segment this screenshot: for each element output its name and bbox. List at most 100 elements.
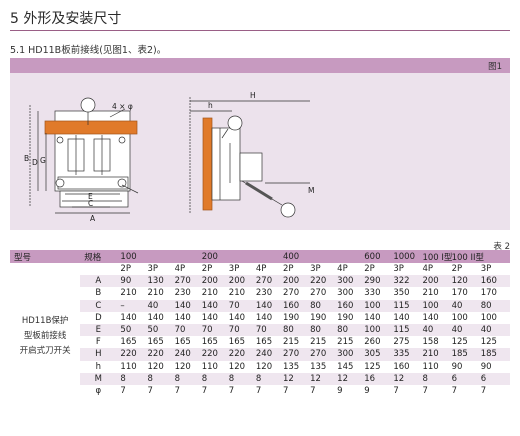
dimension-value: 200 [197, 275, 225, 288]
dimension-value: 270 [282, 288, 300, 299]
dimension-value: 165 [147, 337, 164, 348]
dimension-value: 6 [476, 372, 510, 385]
dimension-value: 220 [306, 275, 334, 288]
dim-d: D [32, 158, 38, 167]
dimension-value: 7 [120, 385, 126, 396]
figure-header: 图1 [10, 58, 510, 73]
dim-h-big: H [250, 91, 256, 100]
dimension-value: 190 [282, 312, 300, 323]
dimension-value: 210 [147, 288, 164, 299]
table-label: 表 2 [493, 242, 510, 252]
dimension-value: 125 [364, 361, 381, 372]
front-view [29, 97, 139, 214]
rating-cell [170, 250, 198, 263]
dimension-value: 8 [170, 372, 198, 385]
dimension-value: 7 [282, 385, 289, 396]
pole-cell: 3P [143, 263, 171, 276]
pole-cell: 4P [333, 263, 361, 276]
dimension-value: 305 [360, 348, 390, 361]
dimension-value: 200 [418, 275, 448, 288]
pole-cell: 2P [360, 263, 390, 276]
side-knob-top [227, 115, 243, 131]
pole-cell: 4P [170, 263, 198, 276]
dimension-value: 80 [476, 299, 510, 312]
dimension-value: 70 [224, 323, 252, 337]
dimension-value: 160 [393, 361, 410, 372]
dimension-value: 16 [360, 372, 390, 385]
dimension-value: 7 [310, 385, 316, 396]
dimension-value: 140 [174, 312, 191, 323]
dimension-value: 185 [447, 348, 477, 361]
dimension-value: 6 [447, 372, 477, 385]
dimension-value: 215 [282, 337, 300, 348]
dimension-value: 210 [120, 288, 137, 299]
dimension-value: 7 [451, 385, 457, 396]
dimension-value: 330 [364, 288, 381, 299]
dimension-value: 8 [143, 372, 171, 385]
dimension-value: 140 [251, 299, 279, 312]
pole-cell: 2P [197, 263, 225, 276]
dimension-value: 125 [451, 337, 468, 348]
dimension-value: 110 [201, 361, 218, 372]
dimension-value: 7 [201, 385, 208, 396]
dimension-value: 230 [174, 288, 191, 299]
dimension-value: 40 [476, 323, 510, 337]
spec-header: 规格 [80, 250, 117, 263]
model-name-line: 开启式刀开关 [19, 345, 71, 356]
dimension-value: 165 [174, 337, 191, 348]
title-rule [10, 30, 510, 31]
dimension-value: 80 [306, 323, 334, 337]
dimension-value: 220 [143, 348, 171, 361]
dimension-value: 120 [174, 361, 191, 372]
dimension-value: 260 [364, 337, 381, 348]
dimension-value: 215 [310, 337, 327, 348]
model-header: 型号 [10, 250, 81, 263]
dimension-value: 100 [418, 299, 448, 312]
dimension-value: 140 [120, 312, 137, 323]
dim-e: E [88, 192, 93, 201]
dim-phi: 4 × φ [112, 102, 133, 111]
dimension-code: E [80, 323, 117, 337]
rating-cell: 1000 [389, 250, 419, 263]
dimension-value: 120 [228, 361, 246, 372]
rating-cell: 400 [278, 250, 307, 263]
dim-h-small: h [208, 101, 213, 110]
dimension-value: 80 [333, 323, 361, 337]
dimension-value: 220 [197, 348, 225, 361]
dimension-value: 70 [170, 323, 198, 337]
dimension-value: 270 [306, 348, 334, 361]
side-body [211, 127, 241, 201]
dimension-value: 8 [224, 372, 252, 385]
dimension-code: C [80, 299, 117, 312]
dimension-value: 100 [451, 312, 468, 323]
dimension-value: 8 [197, 372, 225, 385]
dim-b: B [24, 154, 29, 163]
dimension-value: 165 [255, 337, 273, 348]
dimension-drawing: B D G E C A 4 × φ h H [24, 91, 314, 223]
dimension-value: 7 [393, 385, 399, 396]
pole-cell: 3P [224, 263, 252, 276]
dimension-value: 240 [170, 348, 198, 361]
dimension-value: 270 [310, 288, 327, 299]
pole-cell: 2P [447, 263, 477, 276]
dimension-value: 7 [255, 385, 262, 396]
dimension-value: 120 [255, 361, 273, 372]
dimension-value: 9 [364, 385, 370, 396]
dimension-value: 8 [418, 372, 448, 385]
dimension-value: 160 [333, 299, 361, 312]
dimension-value: 290 [360, 275, 390, 288]
dimension-value: 230 [255, 288, 273, 299]
dimension-value: 130 [143, 275, 171, 288]
dimension-value: 80 [306, 299, 334, 312]
dimension-value: 50 [116, 323, 144, 337]
dimension-value: 90 [480, 361, 492, 372]
rating-cell: 100 II型 [447, 250, 484, 263]
dimension-value: 140 [228, 312, 246, 323]
dimension-value: 165 [201, 337, 218, 348]
dimension-value: 115 [389, 299, 419, 312]
rating-cell: 600 [360, 250, 390, 263]
